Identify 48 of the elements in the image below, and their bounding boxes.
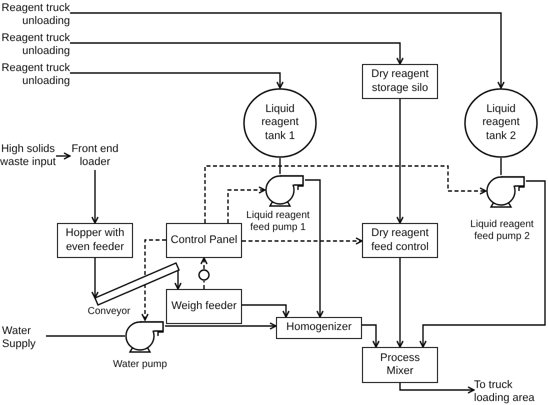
flow-arrow [70,42,404,65]
source-label: Reagent truck unloading [0,1,70,29]
process-box: Process Mixer [362,347,438,383]
equipment-label: Water pump [112,359,168,372]
process-box: Dry reagent feed control [362,223,438,258]
signal-line [227,186,266,223]
flow-arrow [362,324,380,348]
source-label: High solids waste input [0,142,56,170]
source-label: Water Supply [2,324,46,352]
flow-arrow [56,152,71,160]
flow-arrow [399,383,475,394]
flow-arrow [70,12,505,89]
process-box: Control Panel [166,223,242,258]
flow-arrow [91,170,99,224]
flow-arrow [70,72,284,89]
signal-line [242,237,363,245]
signal-line [141,239,166,321]
pump-icon [125,320,165,352]
process-box: Dry reagent storage silo [362,64,438,99]
flow-arrow [242,304,290,318]
process-label: Front end loader [70,142,120,170]
process-box: Weigh feeder [166,289,242,324]
pipe-line [500,158,502,175]
source-label: Reagent truck unloading [0,61,70,89]
flow-arrow [174,270,182,290]
equipment-label: Conveyor [86,306,132,318]
flow-arrow [91,258,99,299]
flow-arrow [396,258,404,348]
process-box: Hopper with even feeder [57,223,133,258]
destination-label: To truck loading area [474,380,546,404]
flow-arrow [305,179,324,318]
flow-arrow [419,180,546,348]
tank-circle: Liquid reagent tank 2 [464,88,538,158]
pipe-line [279,158,281,174]
tank-circle: Liquid reagent tank 1 [243,88,317,158]
equipment-label: Liquid reagent feed pump 2 [469,219,535,244]
equipment-label: Liquid reagent feed pump 1 [245,210,311,234]
sensor-circle [198,269,210,281]
pipe-line [46,335,125,337]
pump-icon [265,174,305,206]
signal-line [204,165,487,223]
flow-arrow [396,99,404,224]
process-box: Homogenizer [276,317,362,339]
flow-arrow [165,322,277,330]
signal-line [203,281,205,289]
pump-icon [486,175,526,207]
signal-line [200,257,208,269]
source-label: Reagent truck unloading [0,31,70,59]
